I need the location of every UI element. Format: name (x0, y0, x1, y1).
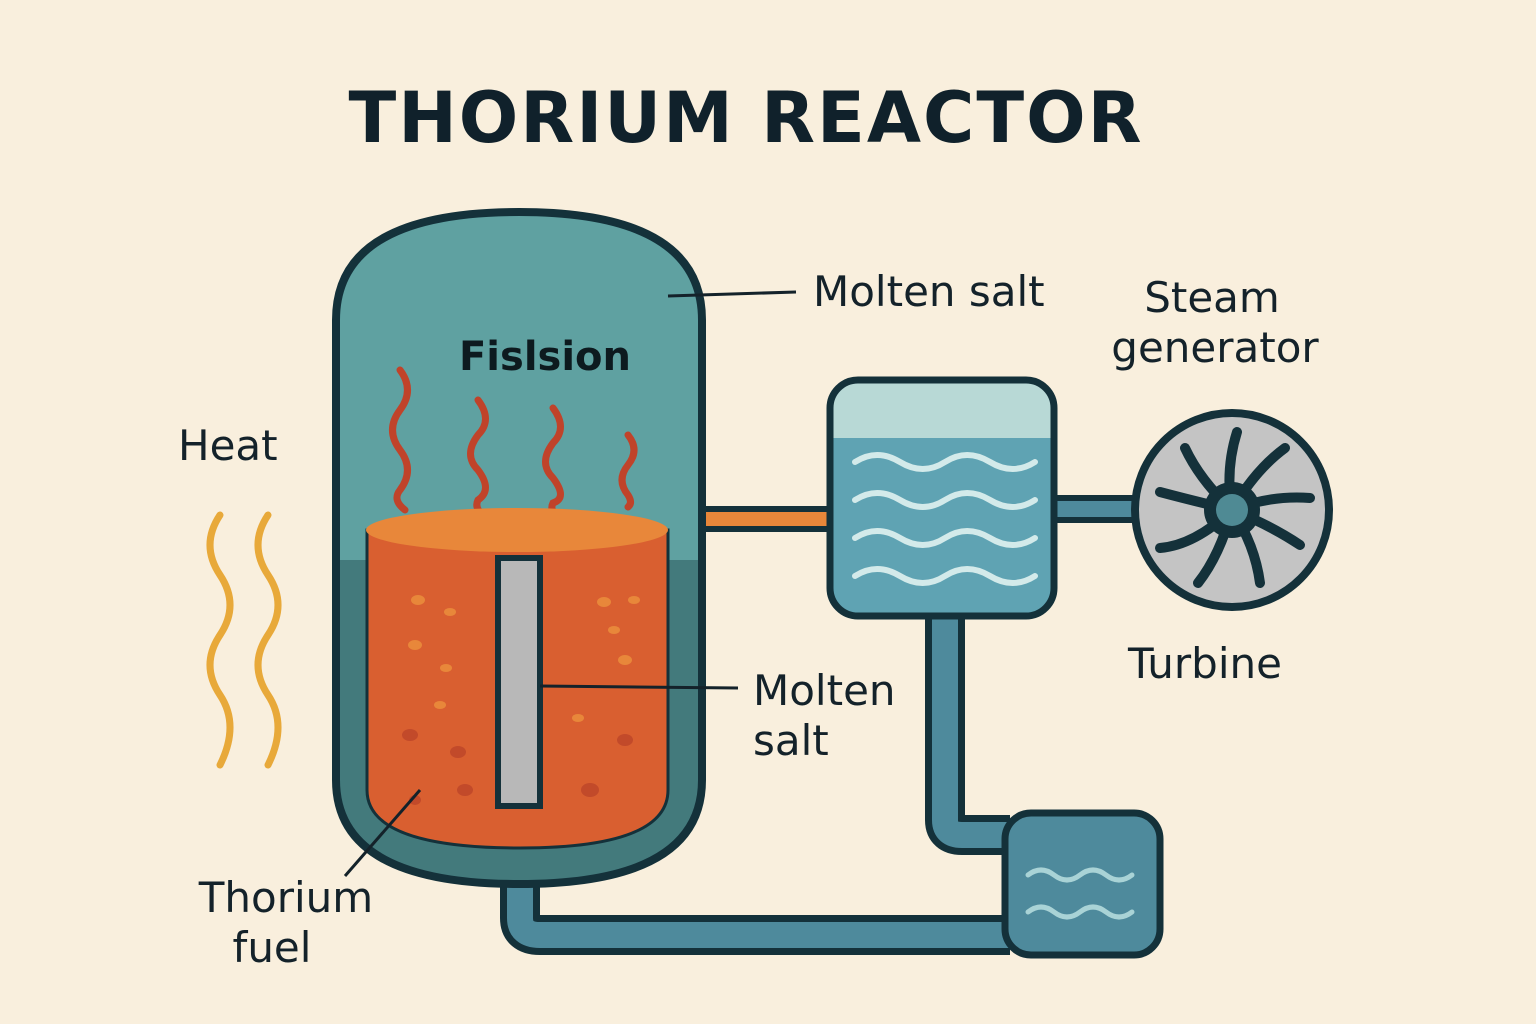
return-pipe (500, 615, 1010, 955)
steam-pipe (1050, 495, 1145, 523)
fission-waves (389, 366, 638, 522)
label-thorium-fuel-line1: Thorium (198, 873, 373, 922)
heat-waves (206, 511, 282, 769)
turbine (1131, 409, 1333, 611)
thorium-fuel-core (365, 508, 670, 850)
label-turbine: Turbine (1127, 639, 1282, 688)
label-molten-salt-top: Molten salt (813, 267, 1045, 316)
hot-salt-pipe (700, 506, 834, 532)
label-heat: Heat (178, 421, 278, 470)
label-molten-salt-mid-line2: salt (753, 716, 829, 765)
steam-generator (826, 376, 1058, 620)
condenser-tank (1001, 809, 1164, 959)
leader-lines (343, 290, 797, 877)
label-steam-line2: generator (1111, 323, 1319, 372)
label-thorium-fuel-line2: fuel (233, 923, 312, 972)
label-steam-line1: Steam (1144, 273, 1280, 322)
diagram-title: THORIUM REACTOR (348, 77, 1143, 159)
fission-label: Fislsion (459, 334, 631, 380)
label-molten-salt-mid-line1: Molten (753, 666, 896, 715)
control-rod (495, 555, 543, 809)
